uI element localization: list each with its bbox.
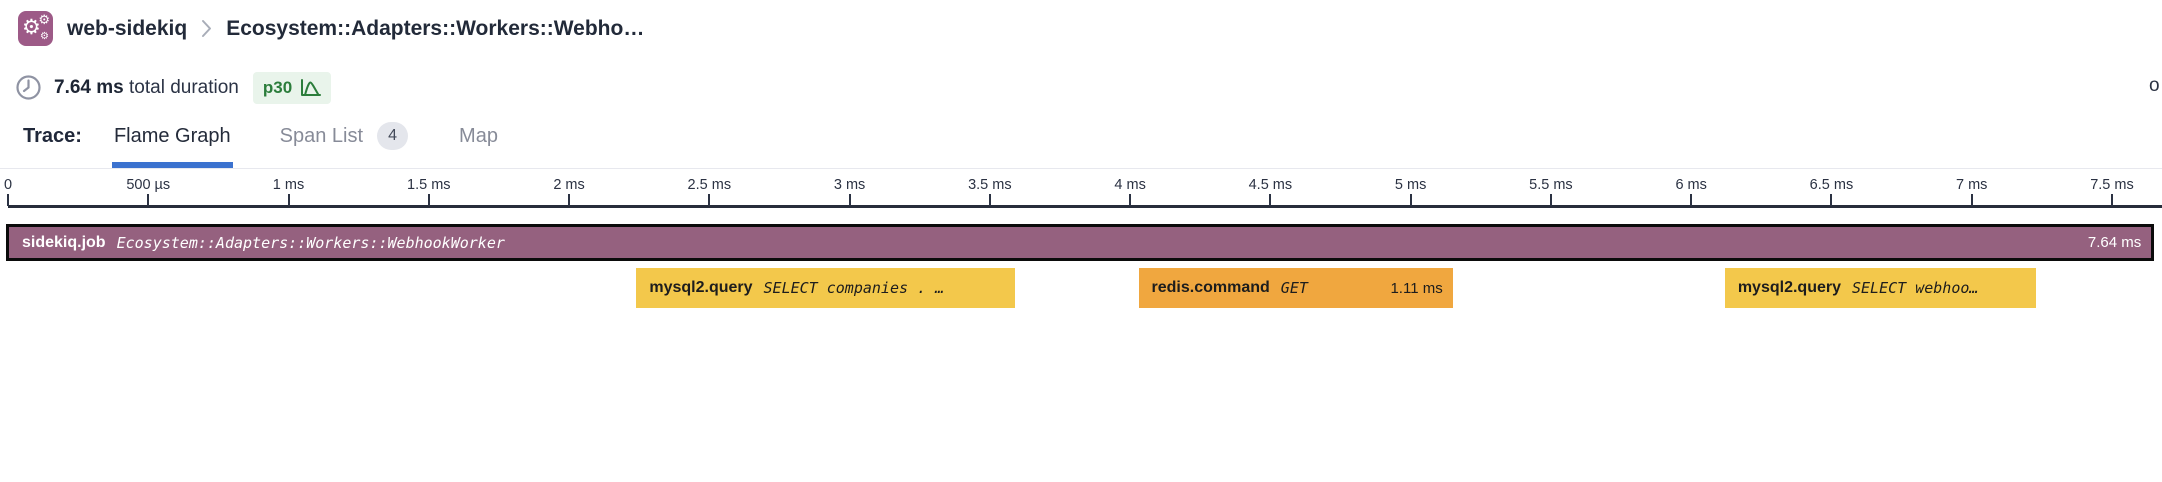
span-description: Ecosystem::Adapters::Workers::WebhookWor… bbox=[116, 233, 505, 252]
ruler-tick-label: 2.5 ms bbox=[687, 177, 732, 193]
span-description: GET bbox=[1280, 279, 1308, 297]
ruler-tick-mark bbox=[2110, 194, 2113, 206]
span-bar-mysql2.query[interactable]: mysql2.query SELECT companies . … bbox=[636, 268, 1016, 308]
ruler-tick-label: 500 µs bbox=[126, 177, 171, 193]
tabs-prefix-label: Trace: bbox=[23, 124, 82, 147]
sidekiq-project-icon[interactable]: ⚙ ⚙ ⚙ bbox=[18, 11, 53, 46]
span-description: SELECT webhoo… bbox=[1851, 279, 1979, 297]
ruler-tick-mark bbox=[1830, 194, 1833, 206]
ruler-tick-label: 4.5 ms bbox=[1248, 177, 1293, 193]
ruler-tick-label: 6 ms bbox=[1675, 177, 1707, 193]
percentile-badge-label: p30 bbox=[262, 77, 293, 97]
tab-map[interactable]: Map bbox=[459, 125, 498, 148]
ruler-tick-mark bbox=[7, 194, 9, 206]
ruler-tick-label: 3.5 ms bbox=[968, 177, 1012, 193]
tab-span-list-label: Span List bbox=[279, 124, 364, 147]
ruler-tick-label: 6.5 ms bbox=[1809, 177, 1854, 193]
ruler-tick-label: 7.5 ms bbox=[2090, 177, 2134, 193]
ruler-tick-mark bbox=[1549, 194, 1552, 206]
ruler-tick-mark bbox=[287, 194, 290, 206]
ruler-tick-mark bbox=[1129, 194, 1132, 206]
ruler-tick-mark bbox=[427, 194, 430, 206]
span-bar-redis.command[interactable]: redis.command GET 1.11 ms bbox=[1138, 268, 1453, 308]
chevron-right-icon bbox=[201, 19, 212, 38]
ruler-tick-label: 2 ms bbox=[553, 177, 585, 193]
ruler-tick-label: 5.5 ms bbox=[1529, 177, 1573, 193]
span-description: SELECT companies . … bbox=[763, 279, 945, 297]
total-duration-text: 7.64 ms total duration bbox=[54, 77, 239, 99]
ruler-tick-mark bbox=[848, 194, 851, 206]
ruler-tick-mark bbox=[1269, 194, 1272, 206]
ruler-tick-mark bbox=[1970, 194, 1973, 206]
ruler-tick-mark bbox=[708, 194, 711, 206]
span-bar-mysql2.query[interactable]: mysql2.query SELECT webhoo… bbox=[1724, 268, 2037, 308]
tab-flame-graph-label: Flame Graph bbox=[113, 124, 231, 147]
trace-tabs: Trace: Flame Graph Span List 4 Map bbox=[23, 122, 498, 168]
ruler-tick-mark bbox=[568, 194, 571, 206]
clipped-edge-text: o bbox=[2149, 75, 2160, 96]
span-op-label: sidekiq.job bbox=[22, 233, 106, 251]
tab-span-list[interactable]: Span List 4 bbox=[279, 122, 409, 150]
total-duration-value: 7.64 ms bbox=[54, 76, 124, 98]
ruler-tick-label: 1 ms bbox=[272, 177, 305, 193]
clock-icon bbox=[15, 74, 42, 101]
tabs-bottom-divider bbox=[0, 168, 2162, 169]
gear-icon: ⚙ bbox=[38, 13, 50, 28]
ruler-tick-mark bbox=[1690, 194, 1693, 206]
span-duration-label: 7.64 ms bbox=[2087, 234, 2142, 251]
ruler-baseline bbox=[8, 205, 2162, 208]
span-op-label: mysql2.query bbox=[1737, 279, 1841, 296]
tab-map-label: Map bbox=[459, 124, 498, 147]
gear-icon: ⚙ bbox=[22, 15, 41, 39]
span-op-label: redis.command bbox=[1151, 279, 1270, 296]
ruler-tick-label: 0 bbox=[3, 177, 13, 193]
breadcrumb: ⚙ ⚙ ⚙ web-sidekiq Ecosystem::Adapters::W… bbox=[18, 11, 644, 46]
ruler-tick-label: 4 ms bbox=[1114, 177, 1146, 193]
ruler-tick-mark bbox=[147, 194, 150, 206]
gear-icon: ⚙ bbox=[40, 31, 49, 42]
ruler-tick-label: 7 ms bbox=[1955, 177, 1988, 193]
tab-flame-graph[interactable]: Flame Graph bbox=[111, 124, 233, 168]
ruler-tick-label: 1.5 ms bbox=[407, 177, 451, 193]
total-duration-label: total duration bbox=[129, 76, 239, 98]
percentile-badge[interactable]: p30 bbox=[252, 71, 332, 104]
breadcrumb-project-name[interactable]: web-sidekiq bbox=[67, 16, 188, 40]
duration-row: 7.64 ms total duration p30 bbox=[15, 71, 332, 104]
distribution-chart-icon bbox=[301, 78, 322, 96]
span-op-label: mysql2.query bbox=[649, 279, 753, 296]
span-bar-sidekiq.job[interactable]: sidekiq.job Ecosystem::Adapters::Workers:… bbox=[6, 224, 2155, 261]
breadcrumb-transaction-title[interactable]: Ecosystem::Adapters::Workers::Webho… bbox=[226, 16, 645, 40]
ruler-tick-mark bbox=[988, 194, 991, 206]
ruler-tick-label: 3 ms bbox=[833, 177, 866, 193]
span-count-badge: 4 bbox=[377, 122, 409, 150]
ruler-tick-mark bbox=[1409, 194, 1412, 206]
span-duration-label: 1.11 ms bbox=[1390, 279, 1443, 297]
ruler-tick-label: 5 ms bbox=[1394, 177, 1427, 193]
